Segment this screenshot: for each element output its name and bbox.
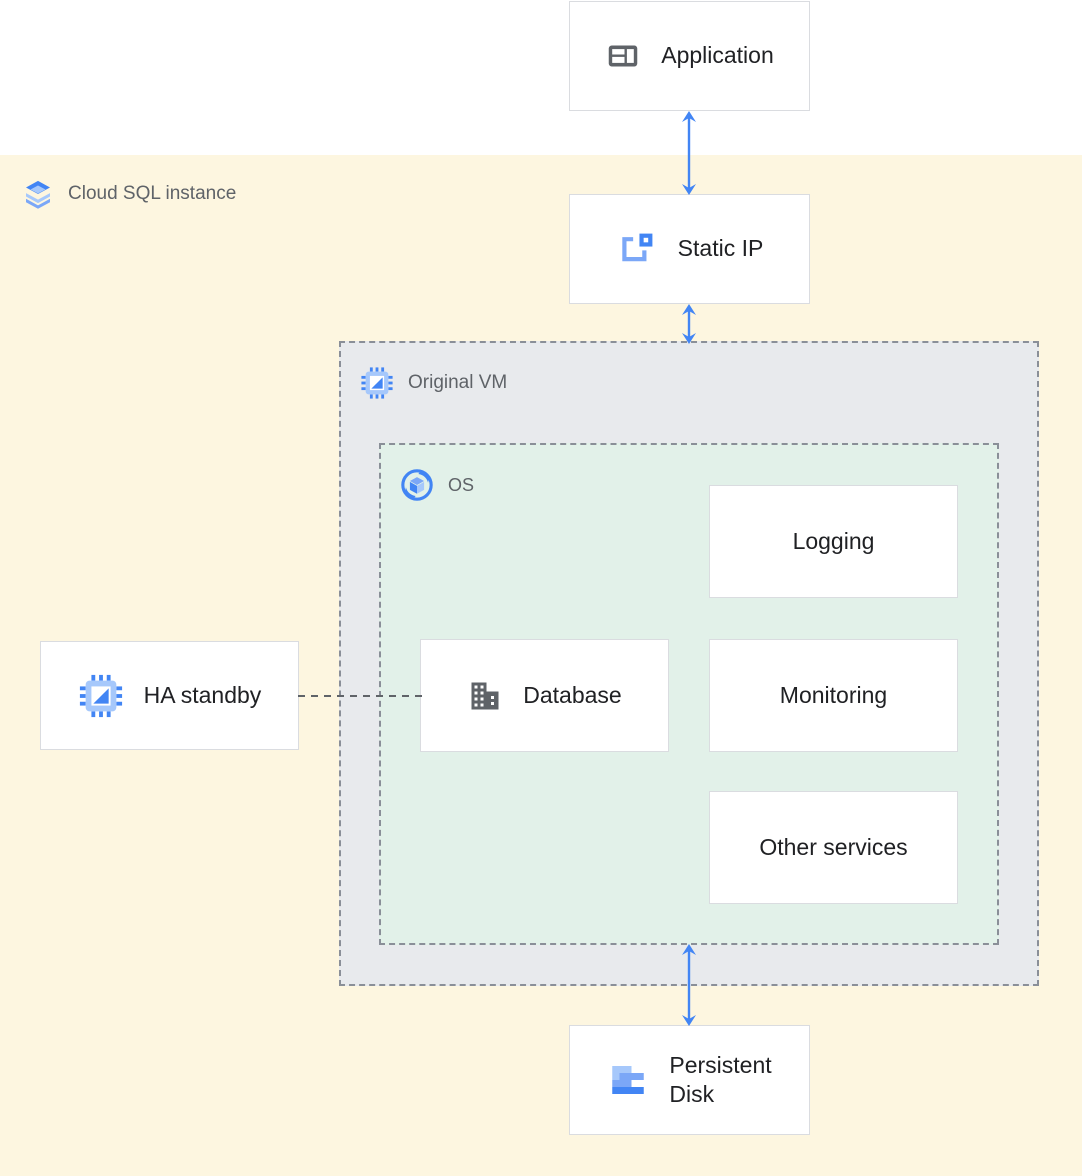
connector-static-ip-to-original-vm [669, 303, 709, 345]
region-label-text: Cloud SQL instance [68, 183, 237, 204]
node-persistent-disk[interactable]: Persistent Disk [569, 1025, 810, 1135]
node-other-services[interactable]: Other services [709, 791, 958, 904]
region-label-os: OS [400, 468, 474, 502]
node-label: Database [523, 681, 622, 708]
application-icon [605, 38, 641, 74]
connector-os-to-persistent-disk [669, 943, 709, 1027]
node-label: Application [661, 42, 774, 69]
region-label-text: Original VM [408, 372, 508, 393]
connector-application-to-static-ip [669, 110, 709, 196]
node-label: Static IP [677, 235, 764, 262]
database-building-icon [467, 678, 503, 714]
node-label: HA standby [143, 681, 262, 708]
node-label: Logging [792, 527, 875, 554]
node-label: Persistent Disk [669, 1051, 772, 1107]
region-label-text: OS [448, 474, 475, 495]
node-ha-standby[interactable]: HA standby [40, 641, 299, 750]
node-application[interactable]: Application [569, 1, 810, 111]
region-label-original-vm: Original VM [360, 366, 507, 400]
node-static-ip[interactable]: Static IP [569, 194, 810, 304]
persistent-disk-icon [607, 1059, 649, 1101]
vm-chip-icon [360, 366, 394, 400]
connector-ha-standby-to-database [298, 685, 422, 697]
static-ip-icon [616, 228, 658, 270]
region-label-cloud-sql-instance: Cloud SQL instance [22, 178, 236, 210]
node-monitoring[interactable]: Monitoring [709, 639, 958, 752]
os-icon [400, 468, 434, 502]
node-label: Monitoring [779, 681, 888, 708]
node-label: Other services [759, 833, 908, 860]
node-database[interactable]: Database [420, 639, 669, 752]
node-logging[interactable]: Logging [709, 485, 958, 598]
cloud-sql-icon [22, 178, 54, 210]
ha-standby-chip-icon [78, 673, 124, 719]
